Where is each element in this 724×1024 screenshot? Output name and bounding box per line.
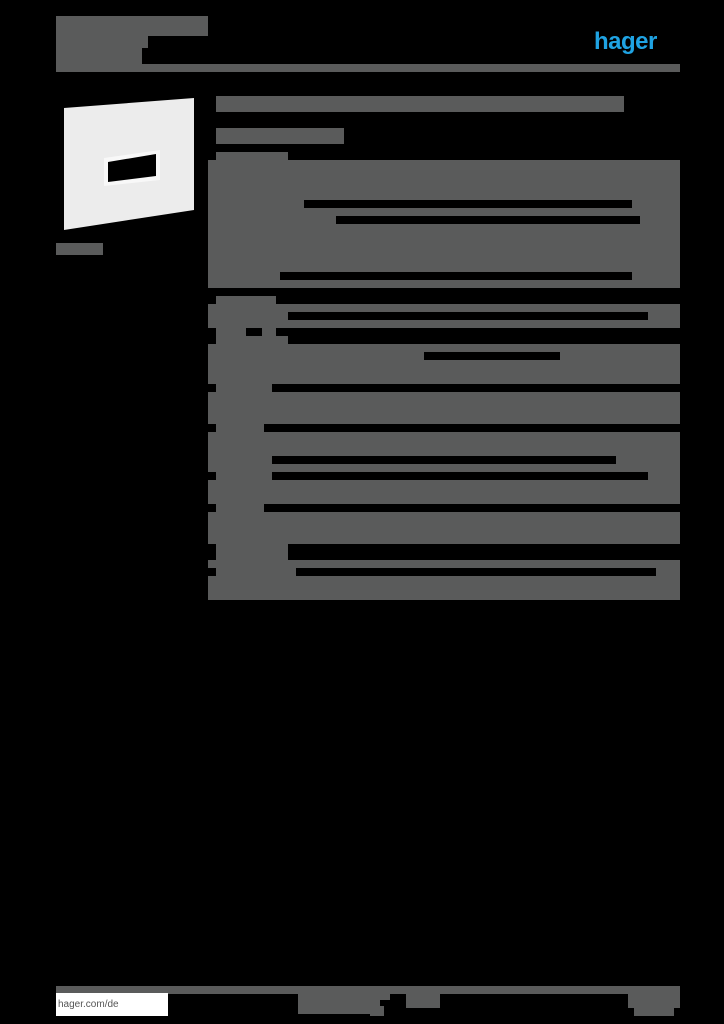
section-1-row [208, 272, 280, 280]
product-image-caption [56, 243, 103, 255]
footer-center-text-3 [406, 994, 440, 1008]
section-2-table [208, 304, 680, 312]
section-5-row [208, 480, 680, 504]
hager-logo: hager [594, 28, 657, 55]
section-5-row [616, 456, 680, 464]
header-title-line-2 [56, 36, 148, 48]
section-7-row [216, 568, 296, 576]
section-4-table [208, 392, 680, 424]
section-1-row [208, 280, 680, 288]
section-5-row [208, 464, 680, 472]
section-5-row [216, 504, 264, 512]
section-2-row [208, 312, 288, 320]
section-1-row [640, 216, 680, 224]
footer-center-text [298, 994, 380, 1014]
section-2-row [262, 328, 276, 336]
section-7-row [208, 576, 680, 600]
footer-page-marker [370, 1006, 384, 1016]
section-5-row [648, 472, 680, 480]
section-6-table [208, 512, 680, 544]
section-2-row [216, 328, 246, 336]
footer-rule [56, 986, 680, 994]
section-5-row [216, 472, 272, 480]
section-1-row [208, 200, 304, 208]
section-1-row [208, 208, 680, 216]
section-2-row [648, 312, 680, 320]
section-2-title [216, 296, 276, 304]
section-1-row [632, 200, 680, 208]
product-subheading [216, 128, 344, 144]
section-3-row [208, 360, 680, 384]
header-title-line-1 [56, 16, 208, 36]
section-4-row [216, 424, 264, 432]
section-3-row [208, 352, 424, 360]
header-rule [56, 64, 680, 72]
product-heading [216, 96, 624, 112]
section-3-table [208, 344, 680, 352]
header-title-line-3 [56, 48, 142, 64]
section-7-table [208, 560, 680, 568]
section-5-table [208, 432, 680, 456]
footer-page-info-2 [634, 1008, 674, 1016]
section-1-row [208, 224, 680, 272]
website-link[interactable]: hager.com/de [56, 993, 168, 1016]
section-1-table [208, 160, 680, 200]
section-3-row [216, 384, 272, 392]
section-2-row [208, 320, 680, 328]
section-7-row [656, 568, 680, 576]
section-6-row [216, 544, 288, 560]
product-image [62, 98, 194, 232]
section-1-row [632, 272, 680, 280]
section-1-title [216, 152, 288, 162]
section-5-row [208, 456, 272, 464]
section-3-row [560, 352, 680, 360]
section-1-row [208, 216, 336, 224]
footer-center-text-2 [380, 994, 390, 1000]
section-3-title [216, 336, 288, 344]
footer-page-info [628, 994, 680, 1008]
